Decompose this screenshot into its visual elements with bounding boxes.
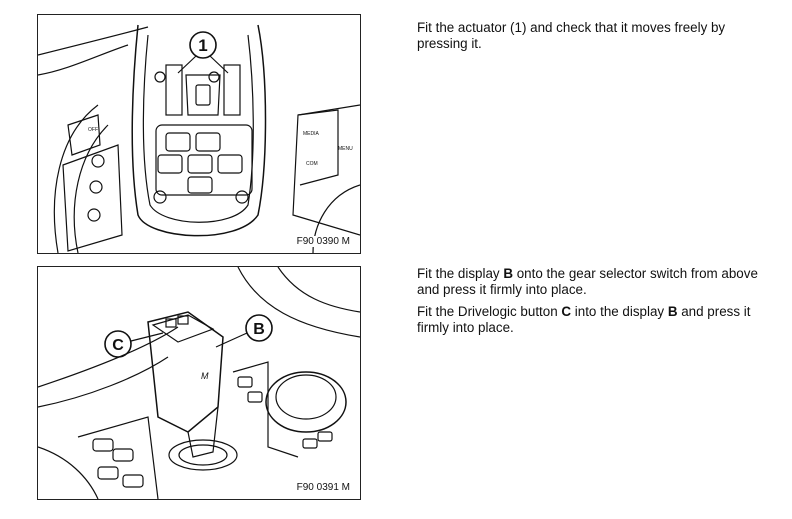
callout-c: C [112, 337, 124, 354]
callout-b: B [253, 321, 265, 338]
figure-caption: F90 0390 M [294, 236, 352, 247]
m-badge: M [201, 371, 209, 381]
text: and press it firmly into place. [417, 304, 751, 335]
step2-para1: Fit the display B onto the gear selector… [417, 266, 762, 298]
ref-b: B [503, 266, 514, 281]
figure-caption: F90 0391 M [294, 482, 352, 493]
figure-actuator: 1 OFF MEDIA MENU COM F90 0390 M [37, 14, 361, 254]
figure-gear-selector: M C B F90 0391 M [37, 266, 361, 500]
step2-para2: Fit the Drivelogic button C into the dis… [417, 304, 762, 336]
step2-instructions: Fit the display B onto the gear selector… [417, 266, 762, 342]
ref-b: B [667, 304, 678, 319]
off-label: OFF [88, 127, 98, 133]
menu-label: MENU [338, 146, 353, 152]
callout-1: 1 [198, 36, 207, 55]
com-label: COM [306, 161, 318, 167]
ref-c: C [561, 304, 572, 319]
text: into the display [571, 304, 668, 319]
media-label: MEDIA [303, 131, 320, 137]
gear-selector-illustration: M C B [38, 267, 360, 499]
text: Fit the display [417, 266, 504, 281]
text: Fit the Drivelogic button [417, 304, 562, 319]
actuator-illustration: 1 OFF MEDIA MENU COM [38, 24, 360, 253]
step1-instructions: Fit the actuator (1) and check that it m… [417, 20, 762, 58]
text: onto the gear selector switch from above… [417, 266, 758, 297]
step1-text: Fit the actuator (1) and check that it m… [417, 20, 726, 51]
